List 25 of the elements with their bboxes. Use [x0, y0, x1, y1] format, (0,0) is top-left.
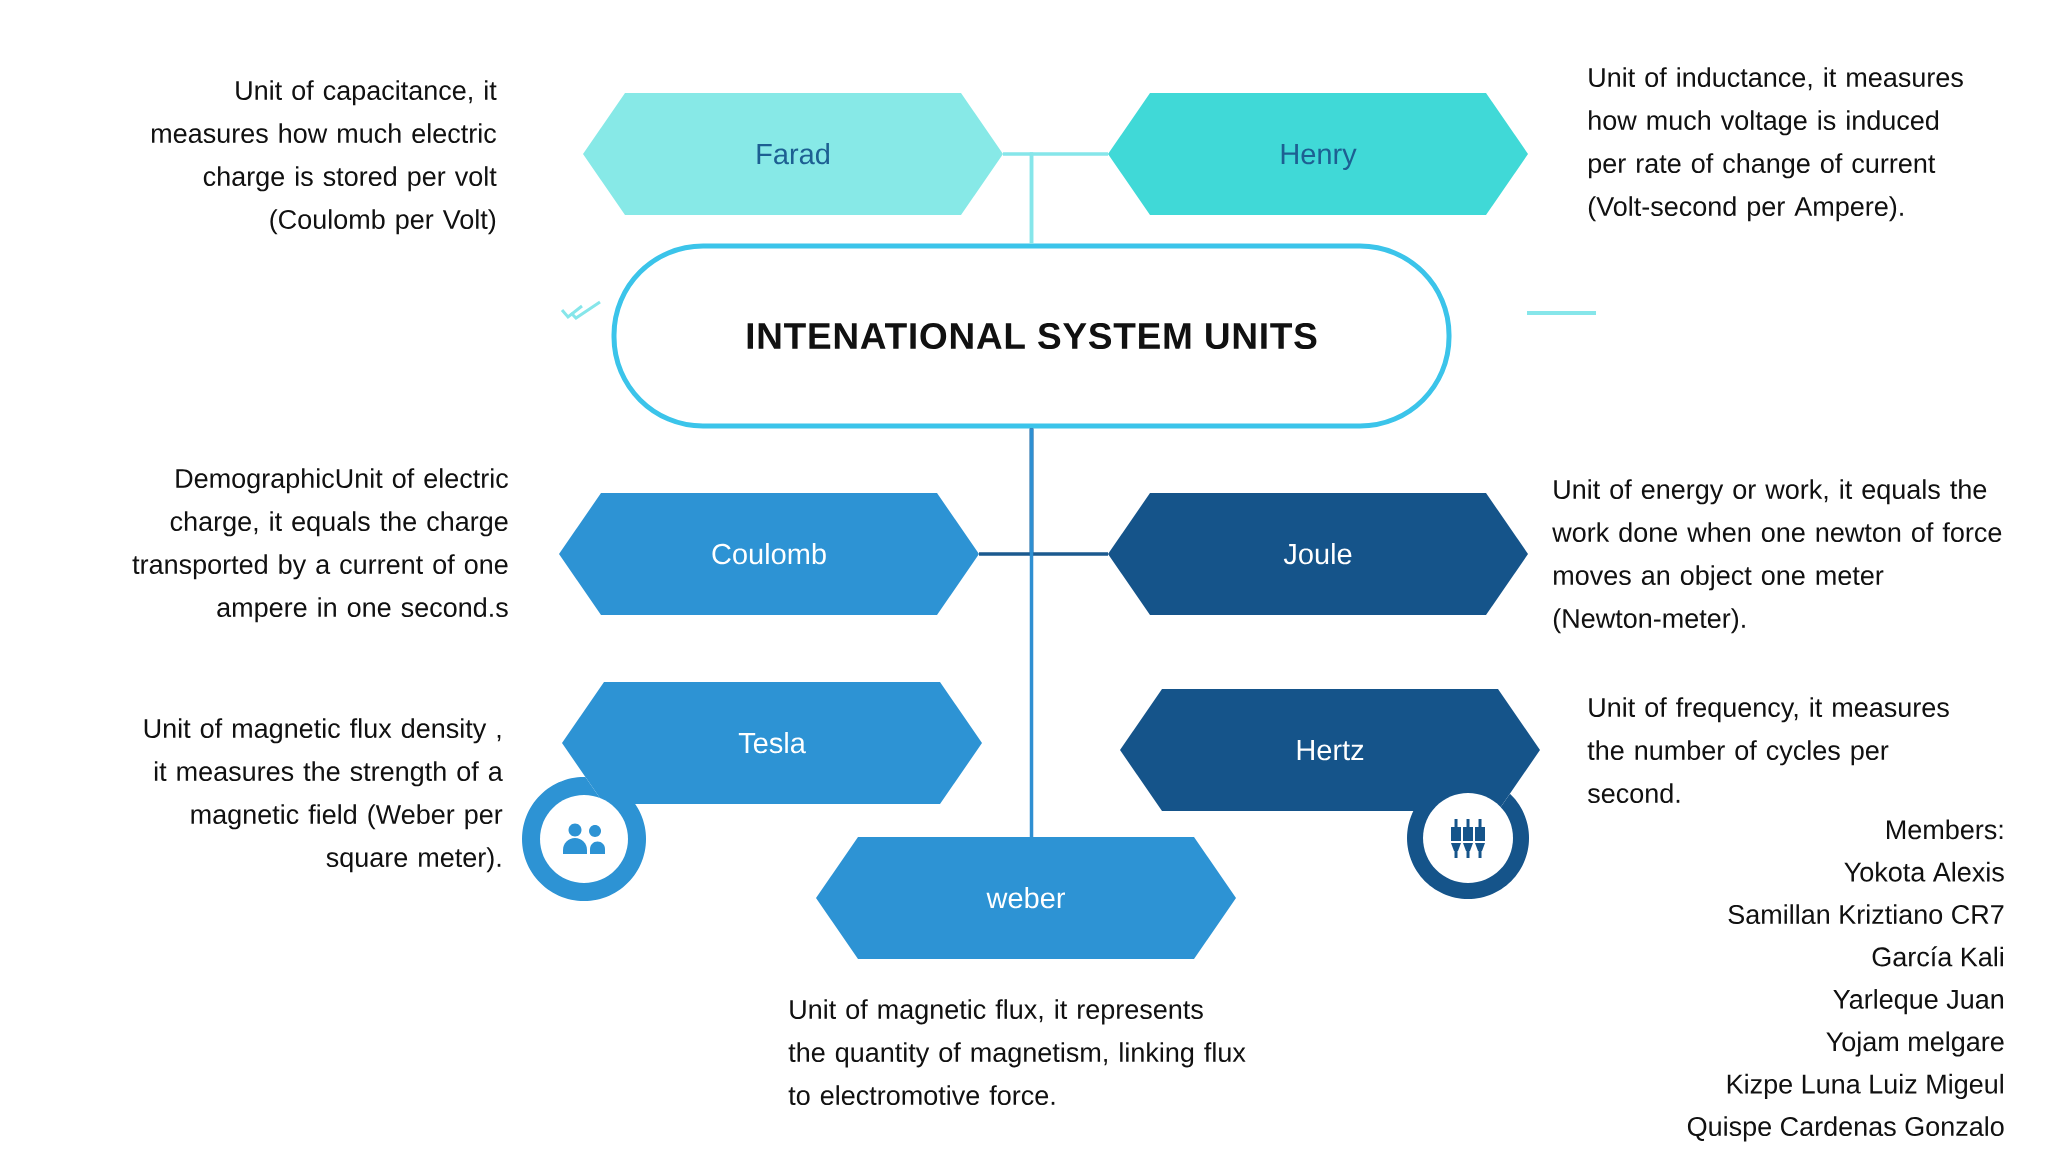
- member-name: Yokota Alexis: [1844, 861, 2004, 882]
- member-name: Samillan Kriztiano CR7: [1728, 904, 2004, 925]
- members-heading: Members:: [1887, 819, 2003, 840]
- hexagon-box: Hertz: [1120, 689, 1540, 811]
- description-text: Unit of inductance, it measures how much voltage is induced per rate of change of current (Volt-second per Ampere).: [1588, 67, 1963, 222]
- hexagon-box: Farad: [583, 93, 1003, 215]
- connector-line: [1029, 428, 1034, 837]
- description-text: Unit of frequency, it measures the number of cycles per second.: [1587, 697, 1949, 804]
- member-name: Quispe Cardenas Gonzalo: [1687, 1116, 2004, 1142]
- hexagon-box: Henry: [1108, 93, 1528, 215]
- description-text: Unit of energy or work, it equals the work done when one newton of force moves an object one meter (Newton-meter).: [1552, 479, 2002, 634]
- hexagon-box: Coulomb: [559, 493, 979, 615]
- hexagon-box: Tesla: [562, 682, 982, 804]
- hexagon-box: Joule: [1108, 493, 1528, 615]
- description-text: Unit of capacitance, it measures how much electric charge is stored per volt (Coulomb per Volt): [151, 80, 497, 235]
- member-name: García Kali: [1872, 946, 2003, 967]
- member-name: Yarleque Juan: [1833, 989, 2003, 1015]
- connector-line: [1029, 152, 1108, 244]
- title-pill: INTENATIONAL SYSTEM UNITS: [611, 243, 1452, 429]
- description-text: Unit of magnetic flux density , it measures the strength of a magnetic field (Weber per square meter).: [144, 718, 503, 873]
- description-text: DemographicUnit of electric charge, it equals the charge transported by a current of one ampere in one second.s: [132, 468, 509, 623]
- hexagon-box: weber: [816, 837, 1236, 959]
- member-name: Yojam melgare: [1826, 1031, 2004, 1057]
- member-name: Kizpe Luna Luiz Migeul: [1727, 1073, 2003, 1099]
- description-text: Unit of magnetic flux, it represents the quantity of magnetism, linking flux to electromotive force.: [788, 999, 1246, 1106]
